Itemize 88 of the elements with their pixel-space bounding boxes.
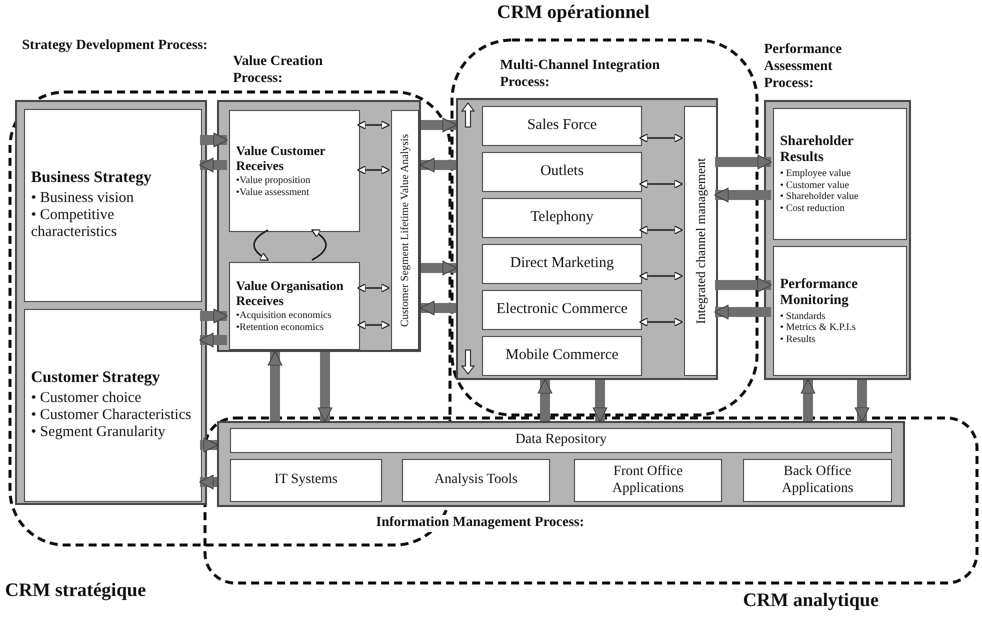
arrow <box>715 154 772 170</box>
bullet-item: •Retention economics <box>236 322 325 334</box>
bullet-item: • Customer choice <box>31 390 142 408</box>
arrow <box>800 378 816 421</box>
box-label: Analysis Tools <box>434 472 518 489</box>
region-label: CRM analytique <box>743 590 879 612</box>
bullet-item: • Customer Characteristics <box>31 407 192 424</box>
bar-label: Integrated channel management <box>692 158 708 324</box>
arrow <box>357 165 390 175</box>
channel-box <box>574 459 722 502</box>
channel-box <box>482 106 642 146</box>
box-label: Outlets <box>540 163 584 181</box>
channel-box <box>482 336 642 376</box>
bullet-item: • Metrics & K.P.I.s <box>780 322 857 334</box>
arrow <box>200 308 228 324</box>
box-label: Data Repository <box>515 432 607 449</box>
channel-box <box>482 290 642 330</box>
channel-box <box>743 459 892 502</box>
process-box <box>773 246 907 376</box>
region-label: CRM opérationnel <box>497 2 650 24</box>
arrow <box>198 474 217 490</box>
bullet-item: • Customer value <box>780 180 850 192</box>
arrow <box>639 271 683 281</box>
box-label: Direct Marketing <box>510 255 614 273</box>
process-box <box>24 309 202 502</box>
arrow <box>357 320 390 330</box>
channel-box <box>482 244 642 284</box>
bullet-item: • Results <box>780 334 816 346</box>
channel-box <box>482 152 642 192</box>
arrow <box>357 120 390 130</box>
bar-label: Customer Segment Lifetime Value Analysis <box>399 134 411 326</box>
arrow <box>714 304 771 320</box>
box-heading: Performance Monitoring <box>780 276 859 309</box>
process-box <box>773 108 907 240</box>
channel-box <box>482 198 642 238</box>
bullet-item: • Cost reduction <box>780 202 846 214</box>
arrow <box>200 132 228 148</box>
box-heading: Business Strategy <box>31 169 152 188</box>
box-label: Back Office Applications <box>780 464 854 497</box>
arrow <box>592 380 608 422</box>
arrow <box>198 332 227 348</box>
vertical-bar <box>391 110 419 350</box>
arrow <box>200 438 218 452</box>
bullet-item: • Employee value <box>780 168 852 180</box>
box-heading: Value Organisation Receives <box>236 278 345 308</box>
arrow <box>714 188 771 202</box>
channel-box <box>230 459 382 502</box>
arrow <box>357 283 390 293</box>
arrow <box>421 260 458 276</box>
bullet-item: • Shareholder value <box>780 191 860 203</box>
box-label: Electronic Commerce <box>496 301 628 319</box>
arrow <box>639 179 683 189</box>
arrow <box>253 229 269 261</box>
region-label: CRM stratégique <box>5 580 146 602</box>
bullet-item: • Segment Granularity <box>31 424 166 442</box>
arrow <box>538 378 552 421</box>
channel-box <box>402 459 550 502</box>
arrow <box>311 229 327 261</box>
arrow <box>715 278 772 292</box>
arrow <box>318 352 332 422</box>
bullet-item: •Value proposition <box>236 175 312 187</box>
arrow <box>421 118 458 132</box>
arrow <box>268 350 282 421</box>
arrow <box>420 158 456 172</box>
vertical-bar <box>684 106 717 376</box>
arrow <box>639 317 683 327</box>
box-label: Mobile Commerce <box>506 347 618 365</box>
bullet-item: • Competitive characteristics <box>31 207 118 242</box>
box-heading: Customer Strategy <box>31 369 162 388</box>
arrow <box>198 158 227 172</box>
process-box <box>229 110 360 232</box>
process-box <box>24 109 202 302</box>
process-box <box>229 262 360 350</box>
box-label: Sales Force <box>527 117 597 135</box>
bullet-item: •Acquisition economics <box>236 310 332 322</box>
bullet-item: •Value assessment <box>236 186 310 198</box>
arrow <box>420 300 456 316</box>
box-label: Front Office Applications <box>611 464 685 497</box>
arrow <box>639 133 683 143</box>
arrow <box>854 380 870 422</box>
box-label: IT Systems <box>274 472 338 489</box>
box-label: Telephony <box>530 209 594 227</box>
arrow <box>639 225 683 235</box>
box-heading: Shareholder Results <box>780 134 854 166</box>
channel-box <box>230 428 892 453</box>
bullet-item: • Business vision <box>31 190 135 208</box>
box-heading: Value Customer Receives <box>236 144 326 174</box>
bullet-item: • Standards <box>780 310 826 322</box>
